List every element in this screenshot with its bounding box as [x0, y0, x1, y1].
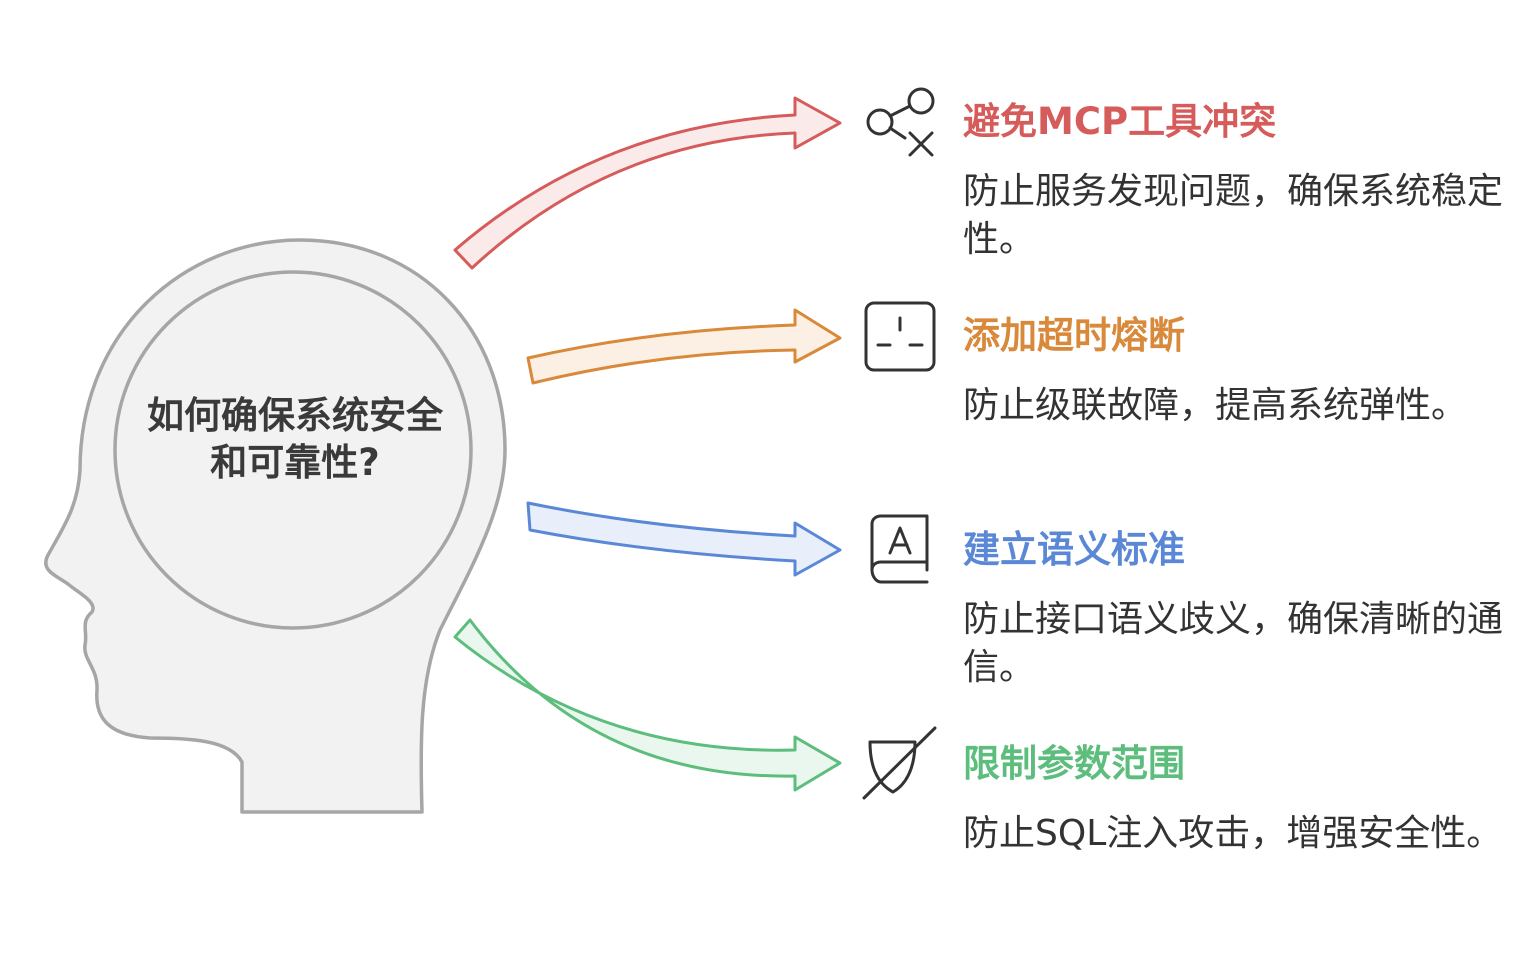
share-off-icon	[866, 87, 935, 157]
arrow-red	[453, 96, 842, 270]
power-socket-icon	[864, 301, 936, 372]
item-title-semantic-standard: 建立语义标准	[963, 528, 1185, 571]
item-description-mcp-conflict: 防止服务发现问题，确保系统稳定性。	[963, 171, 1504, 260]
central-question: 如何确保系统安全和可靠性?	[147, 394, 443, 484]
item-description-semantic-standard: 防止接口语义歧义，确保清晰的通信。	[963, 599, 1504, 688]
item-description-timeout-breaker: 防止级联故障，提高系统弹性。	[963, 385, 1468, 426]
arrow-blue	[526, 501, 842, 577]
thought-circle	[113, 270, 473, 630]
item-title-mcp-conflict: 避免MCP工具冲突	[963, 100, 1277, 143]
shield-off-icon	[862, 726, 937, 800]
dictionary-book-icon	[870, 514, 929, 584]
arrow-orange	[526, 308, 842, 385]
item-title-timeout-breaker: 添加超时熔断	[963, 314, 1185, 357]
arrow-green	[453, 618, 842, 792]
item-description-parameter-limits: 防止SQL注入攻击，增强安全性。	[963, 813, 1503, 854]
item-title-parameter-limits: 限制参数范围	[963, 742, 1185, 785]
